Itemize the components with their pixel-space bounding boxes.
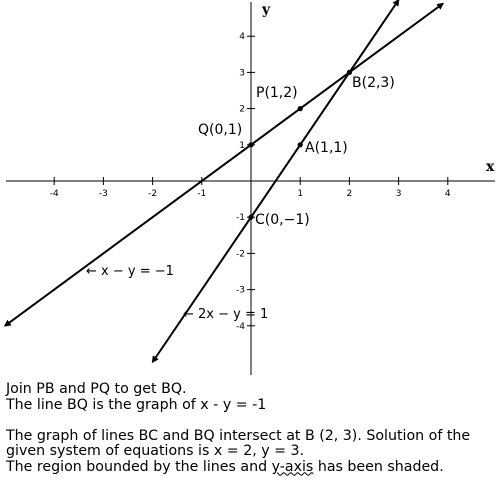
line-bc bbox=[151, 0, 400, 364]
x-tick-label: 2 bbox=[347, 189, 353, 199]
explanation-line-3: The graph of lines BC and BQ intersect a… bbox=[6, 427, 471, 459]
y-tick-label: 2 bbox=[239, 105, 245, 115]
x-tick-label: 3 bbox=[396, 189, 402, 199]
point-label-p: P(1,2) bbox=[256, 85, 298, 101]
point-p bbox=[297, 106, 303, 112]
x-tick-label: -2 bbox=[148, 189, 157, 199]
line-bq bbox=[3, 2, 445, 327]
point-a bbox=[297, 142, 303, 148]
explanation-line-4-part-1: The region bounded by the lines and bbox=[6, 458, 272, 475]
x-tick-group: -4 -3 -2 -1 1 2 3 4 bbox=[50, 177, 451, 199]
explanation-line-1: Join PB and PQ to get BQ. bbox=[6, 381, 187, 397]
explanation-line-2: The line BQ is the graph of x - y = -1 bbox=[6, 396, 267, 413]
point-label-a: A(1,1) bbox=[305, 140, 348, 156]
coordinate-graph: x y -4 -3 -2 -1 1 2 3 4 4 3 2 1 -1 -2 -3 -4 B(2,3) P(1… bbox=[3, 0, 495, 375]
x-tick-label: -1 bbox=[197, 189, 206, 199]
y-axis-word: y-axis bbox=[271, 458, 314, 475]
x-tick-label: -3 bbox=[99, 189, 108, 199]
points-group bbox=[248, 69, 352, 220]
y-tick-label: -1 bbox=[236, 213, 245, 223]
point-b bbox=[346, 69, 352, 75]
y-axis-name: y bbox=[261, 2, 271, 18]
explanation-line-4: The region bounded by the lines and y-ax… bbox=[6, 458, 496, 476]
x-axis-name: x bbox=[486, 159, 495, 175]
x-tick-label: 4 bbox=[445, 189, 451, 199]
explanation-text: Join PB and PQ to get BQ. The line BQ is… bbox=[6, 381, 496, 476]
y-tick-label: -3 bbox=[236, 286, 245, 296]
explanation-line-4-part-2: has been shaded. bbox=[313, 458, 444, 475]
spacer bbox=[6, 413, 496, 429]
x-tick-label: 1 bbox=[297, 189, 303, 199]
line-label-bc: ← 2x − y = 1 bbox=[183, 307, 268, 322]
y-tick-label: -2 bbox=[236, 249, 245, 259]
point-q bbox=[248, 142, 254, 148]
line-label-bq: ← x − y = −1 bbox=[86, 264, 174, 279]
point-c bbox=[248, 214, 254, 220]
y-tick-label: 3 bbox=[239, 68, 245, 78]
y-tick-label: -4 bbox=[236, 322, 245, 332]
x-tick-label: -4 bbox=[50, 189, 59, 199]
point-label-c: C(0,−1) bbox=[255, 212, 310, 228]
point-label-q: Q(0,1) bbox=[198, 122, 242, 138]
y-tick-label: 4 bbox=[239, 32, 245, 42]
point-label-b: B(2,3) bbox=[352, 75, 395, 91]
